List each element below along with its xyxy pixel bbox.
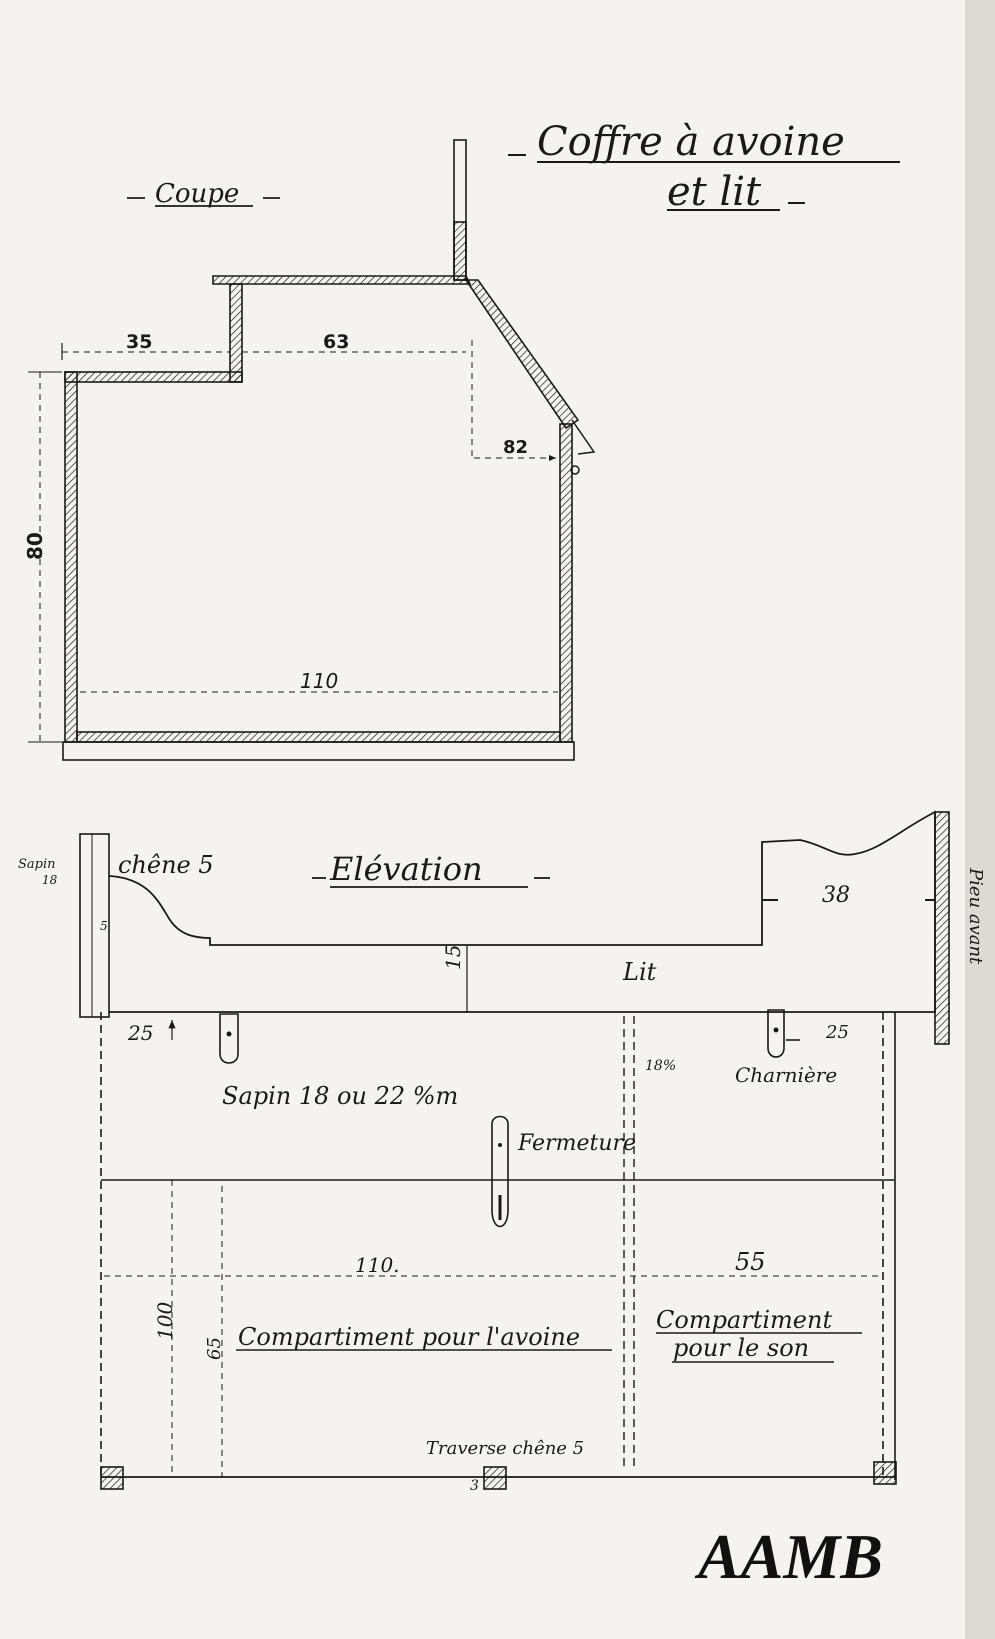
left-post-wood: Sapin xyxy=(18,857,56,872)
section-view: Coupe 35 63 82 xyxy=(23,139,596,761)
left-post-side-mark: 5 xyxy=(100,919,108,933)
left-post-thickness: 18 xyxy=(42,873,58,887)
divider-thickness: 18% xyxy=(645,1058,676,1074)
front-post-label: Pieu avant xyxy=(965,867,986,965)
lock-label: Fermeture xyxy=(517,1131,636,1156)
head-label: chêne 5 xyxy=(118,851,214,879)
bed-label: Lit xyxy=(622,958,657,986)
dim-bevel: 82 xyxy=(503,437,528,458)
title-block: Coffre à avoine et lit xyxy=(508,119,900,215)
elevation-label: Elévation xyxy=(329,850,483,888)
bran-compartment-line-1: Compartiment xyxy=(656,1306,832,1334)
oat-compartment-label: Compartiment pour l'avoine xyxy=(238,1323,580,1351)
dim-top-width: 63 xyxy=(323,331,349,353)
section-label: Coupe xyxy=(155,179,239,209)
crossbar-mark: 3 xyxy=(470,1478,479,1494)
bran-width: 55 xyxy=(735,1248,766,1276)
bran-compartment-line-2: pour le son xyxy=(673,1334,809,1362)
crossbar-label: Traverse chêne 5 xyxy=(426,1438,584,1459)
paper-edge xyxy=(965,0,995,1639)
aamb-logo: AAMB xyxy=(694,1521,883,1592)
elevation-view: Elévation Sapin 18 5 chêne 5 Pieu avant … xyxy=(18,810,986,1494)
hinge-label: Charnière xyxy=(735,1063,837,1087)
dim-width: 110 xyxy=(300,669,338,693)
oat-width: 110. xyxy=(355,1253,400,1277)
left-margin: 25 xyxy=(127,1021,153,1045)
title-line-1: Coffre à avoine xyxy=(537,119,845,165)
title-line-2: et lit xyxy=(667,169,762,215)
dim-height: 80 xyxy=(23,532,47,560)
right-margin: 25 xyxy=(825,1022,849,1043)
foot-height: 38 xyxy=(822,883,850,908)
planks-label: Sapin 18 ou 22 %m xyxy=(222,1082,458,1110)
bed-height: 15 xyxy=(441,945,465,970)
total-height: 100 xyxy=(153,1302,177,1340)
dim-step-width: 35 xyxy=(126,331,152,353)
compartment-height: 65 xyxy=(204,1337,225,1360)
